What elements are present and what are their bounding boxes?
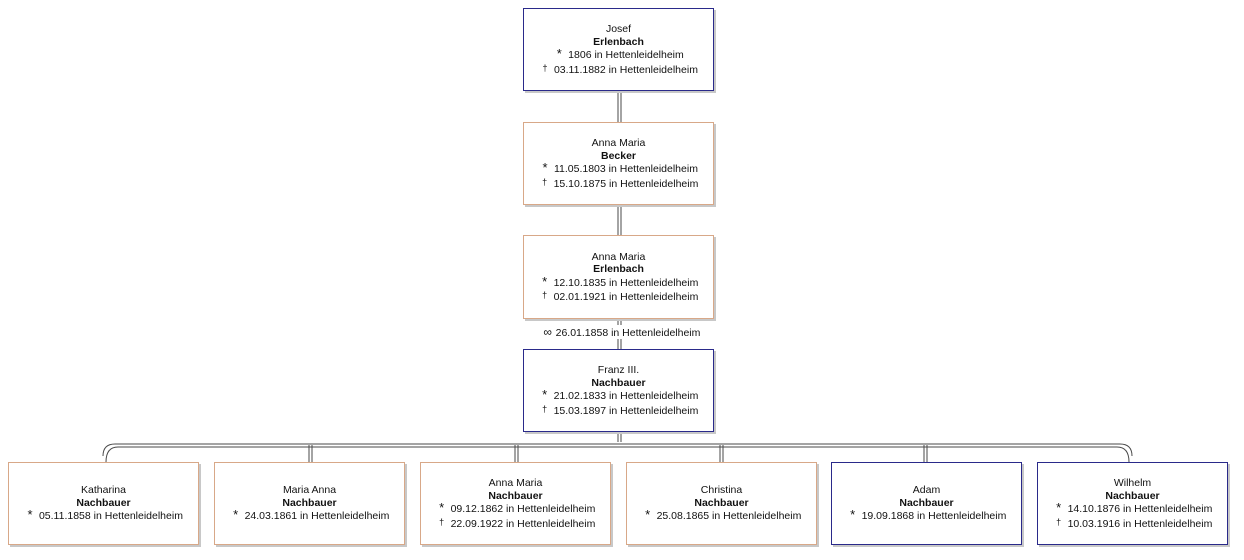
person-death: 03.11.1882 in Hettenleidelheim (553, 63, 698, 76)
death-cross-icon: † (542, 403, 548, 414)
person-death-line: † 02.01.1921 in Hettenleidelheim (539, 289, 699, 304)
death-cross-icon: † (542, 176, 548, 187)
person-birth-line: * 09.12.1862 in Hettenleidelheim (436, 500, 596, 516)
person-card-franz[interactable]: Franz III. Nachbauer * 21.02.1833 in Het… (523, 349, 714, 432)
person-birth-line: * 14.10.1876 in Hettenleidelheim (1053, 500, 1213, 516)
birth-asterisk-icon: * (542, 273, 548, 289)
person-birth-line: * 12.10.1835 in Hettenleidelheim (539, 273, 699, 290)
person-surname: Nachbauer (694, 496, 749, 509)
person-given-name: Katharina (81, 484, 126, 497)
child-card-katharina[interactable]: Katharina Nachbauer * 05.11.1858 in Hett… (8, 462, 199, 545)
birth-asterisk-icon: * (233, 507, 239, 523)
child-card-wilhelm[interactable]: Wilhelm Nachbauer * 14.10.1876 in Hetten… (1037, 462, 1228, 545)
person-surname: Erlenbach (593, 35, 644, 48)
bus-bottom (105, 446, 1130, 463)
person-surname: Becker (600, 149, 637, 162)
person-birth: 21.02.1833 in Hettenleidelheim (553, 390, 699, 402)
birth-asterisk-icon: * (556, 46, 562, 61)
person-death: 15.03.1897 in Hettenleidelheim (553, 404, 699, 417)
person-card-anna-maria-erlenbach[interactable]: Anna Maria Erlenbach * 12.10.1835 in Het… (523, 235, 714, 319)
bus-top (102, 443, 1133, 457)
person-surname: Nachbauer (591, 376, 646, 389)
birth-asterisk-icon: * (542, 160, 548, 175)
person-surname: Nachbauer (76, 496, 131, 509)
child-card-christina[interactable]: Christina Nachbauer * 25.08.1865 in Hett… (626, 462, 817, 545)
person-death: 22.09.1922 in Hettenleidelheim (450, 517, 596, 530)
person-surname: Nachbauer (282, 496, 337, 509)
child-card-anna-maria[interactable]: Anna Maria Nachbauer * 09.12.1862 in Het… (420, 462, 611, 545)
person-birth-line: * 11.05.1803 in Hettenleidelheim (539, 160, 698, 176)
person-birth: 09.12.1862 in Hettenleidelheim (450, 503, 596, 515)
death-cross-icon: † (542, 290, 548, 300)
person-given-name: Anna Maria (488, 477, 543, 489)
person-birth: 14.10.1876 in Hettenleidelheim (1067, 503, 1213, 515)
person-death-line: † 10.03.1916 in Hettenleidelheim (1053, 516, 1213, 531)
birth-asterisk-icon: * (439, 500, 445, 515)
birth-asterisk-icon: * (645, 507, 651, 523)
death-cross-icon: † (1056, 516, 1062, 527)
person-surname: Erlenbach (593, 263, 644, 275)
person-given-name: Anna Maria (591, 250, 646, 263)
person-birth: 1806 in Hettenleidelheim (568, 49, 684, 61)
child-card-maria-anna[interactable]: Maria Anna Nachbauer * 24.03.1861 in Het… (214, 462, 405, 545)
person-birth: 11.05.1803 in Hettenleidelheim (553, 163, 698, 175)
person-death-line: † 03.11.1882 in Hettenleidelheim (539, 62, 698, 77)
death-cross-icon: † (542, 62, 548, 73)
death-cross-icon: † (439, 516, 445, 527)
marriage-text: 26.01.1858 in Hettenleidelheim (555, 327, 701, 339)
marriage-label: ∞26.01.1858 in Hettenleidelheim (520, 326, 720, 339)
children-bus (102, 443, 1133, 463)
birth-asterisk-icon: * (27, 507, 33, 523)
birth-asterisk-icon: * (542, 387, 548, 402)
person-card-josef[interactable]: Josef Erlenbach * 1806 in Hettenleidelhe… (523, 8, 714, 91)
person-given-name: Maria Anna (282, 484, 337, 497)
person-surname: Nachbauer (1105, 489, 1160, 502)
person-surname: Nachbauer (899, 496, 954, 509)
person-birth: 25.08.1865 in Hettenleidelheim (656, 510, 802, 523)
person-birth-line: * 19.09.1868 in Hettenleidelheim (847, 507, 1007, 523)
person-death: 02.01.1921 in Hettenleidelheim (553, 291, 699, 303)
person-given-name: Christina (700, 484, 743, 497)
person-card-anna-maria-becker[interactable]: Anna Maria Becker * 11.05.1803 in Hetten… (523, 122, 714, 205)
child-card-adam[interactable]: Adam Nachbauer * 19.09.1868 in Hettenlei… (831, 462, 1022, 545)
person-death-line: † 15.10.1875 in Hettenleidelheim (539, 176, 699, 191)
person-death: 10.03.1916 in Hettenleidelheim (1067, 517, 1213, 530)
person-birth-line: * 21.02.1833 in Hettenleidelheim (539, 387, 699, 403)
person-given-name: Anna Maria (591, 137, 646, 149)
person-given-name: Adam (912, 484, 941, 497)
person-birth-line: * 1806 in Hettenleidelheim (553, 46, 684, 62)
person-death: 15.10.1875 in Hettenleidelheim (553, 177, 699, 190)
person-birth-line: * 24.03.1861 in Hettenleidelheim (230, 507, 390, 523)
birth-asterisk-icon: * (850, 507, 856, 523)
person-birth: 19.09.1868 in Hettenleidelheim (861, 510, 1007, 523)
person-given-name: Josef (605, 23, 632, 35)
person-birth: 24.03.1861 in Hettenleidelheim (244, 510, 390, 523)
person-given-name: Wilhelm (1113, 477, 1152, 489)
person-birth: 05.11.1858 in Hettenleidelheim (38, 510, 183, 523)
person-given-name: Franz III. (597, 364, 640, 376)
marriage-rings-icon: ∞ (543, 325, 552, 339)
person-surname: Nachbauer (488, 489, 543, 502)
ancestor-connectors (617, 91, 622, 442)
birth-asterisk-icon: * (1056, 500, 1062, 515)
person-death-line: † 22.09.1922 in Hettenleidelheim (436, 516, 596, 531)
person-birth: 12.10.1835 in Hettenleidelheim (553, 276, 699, 289)
person-birth-line: * 05.11.1858 in Hettenleidelheim (24, 509, 183, 523)
person-birth-line: * 25.08.1865 in Hettenleidelheim (642, 507, 802, 523)
person-death-line: † 15.03.1897 in Hettenleidelheim (539, 403, 699, 418)
